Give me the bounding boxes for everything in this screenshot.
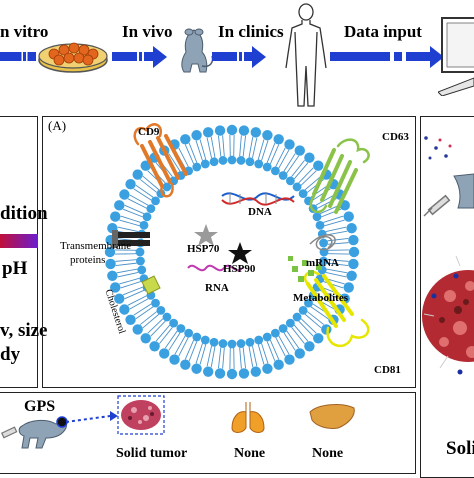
step-data-input-label: Data input — [344, 22, 422, 42]
cd9-label: CD9 — [138, 126, 159, 138]
cd63-protein — [311, 140, 369, 212]
left-dy-text: dy — [0, 344, 20, 366]
proteins-label: proteins — [70, 254, 105, 266]
petri-dish-icon — [36, 30, 111, 75]
arrow-4 — [330, 52, 430, 61]
arrow-1 — [0, 52, 36, 61]
liver-icon — [308, 402, 358, 432]
computer-icon — [438, 14, 474, 96]
left-condition-text: dition — [0, 203, 48, 225]
mouse-icon — [172, 26, 217, 76]
step-in-clinics-label: In clinics — [218, 22, 284, 42]
right-panel-label: Soli — [446, 438, 474, 460]
hsp90-star — [228, 242, 252, 264]
arrow-3 — [212, 52, 254, 61]
rna-label: RNA — [205, 282, 229, 294]
cholesterol-marker — [142, 276, 160, 294]
arrow-3-head — [252, 46, 266, 68]
hsp70-label: HSP70 — [187, 243, 219, 255]
mrna-label: mRNA — [306, 257, 339, 269]
cd63-label: CD63 — [382, 131, 409, 143]
cd81-label: CD81 — [374, 364, 401, 376]
none-label-1: None — [234, 446, 265, 462]
dna-label: DNA — [248, 206, 272, 218]
none-label-2: None — [312, 446, 343, 462]
exosome-cargo — [42, 116, 416, 388]
left-size-text: v, size — [0, 320, 48, 342]
metabolites-label: Metabolites — [293, 292, 348, 304]
solid-tumor-label: Solid tumor — [116, 446, 187, 462]
ph-gradient-bar — [0, 234, 38, 248]
step-in-vivo-label: In vivo — [122, 22, 173, 42]
arrow-2-head — [153, 46, 167, 68]
left-ph-text: pH — [2, 258, 27, 280]
solid-tumor-illustration — [420, 116, 474, 456]
dna-strand — [222, 192, 294, 205]
mrna-strand — [310, 235, 335, 250]
arrow-2 — [112, 52, 154, 61]
cd81-protein — [305, 272, 368, 346]
hsp90-label: HSP90 — [223, 263, 255, 275]
lungs-icon — [228, 398, 268, 436]
transmembrane-label: Transmembrane — [60, 240, 131, 252]
human-figure-icon — [280, 2, 332, 112]
